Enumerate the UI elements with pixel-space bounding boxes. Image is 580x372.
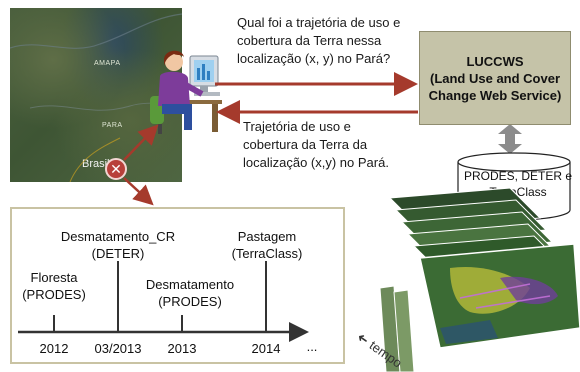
timeline-event-4: Pastagem (TerraClass) (231, 229, 303, 261)
service-description: (Land Use and Cover Change Web Service) (428, 70, 562, 103)
map-label-brasil: Brasil (82, 158, 110, 170)
timeline-tick-ellipsis: ... (306, 339, 318, 354)
user-at-computer-icon (150, 50, 222, 134)
timeline-tick-2012: 2012 (39, 341, 69, 356)
map-label-para: PARA (102, 122, 123, 129)
timeline-event-3: Desmatamento (PRODES) (145, 277, 235, 309)
timeline-event-1: Floresta (PRODES) (22, 270, 86, 302)
question-text: Qual foi a trajetória de uso e cobertura… (237, 15, 401, 66)
satellite-image-stack (380, 188, 580, 372)
timeline-tick-2013: 2013 (167, 341, 197, 356)
marker-timeline-link (123, 177, 154, 206)
person-marker-link (123, 124, 159, 161)
timeline-axis (18, 261, 309, 342)
timeline-event-2: Desmatamento_CR (DETER) (60, 229, 176, 261)
timeline-panel: Floresta (PRODES) Desmatamento_CR (DETER… (10, 207, 345, 364)
map-label-amapa: AMAPA (94, 60, 121, 67)
map-image: AMAPA PARA Brasil (10, 8, 182, 182)
service-name: LUCCWS (466, 53, 524, 69)
answer-text: Trajetória de uso e cobertura da Terra d… (243, 119, 389, 170)
service-db-arrow (498, 124, 522, 154)
luccws-service-box: LUCCWS (Land Use and Cover Change Web Se… (419, 31, 571, 125)
timeline-tick-2014: 2014 (251, 341, 281, 356)
location-marker-icon[interactable]: ✕ (105, 158, 127, 180)
timeline-tick-03-2013: 03/2013 (94, 341, 142, 356)
